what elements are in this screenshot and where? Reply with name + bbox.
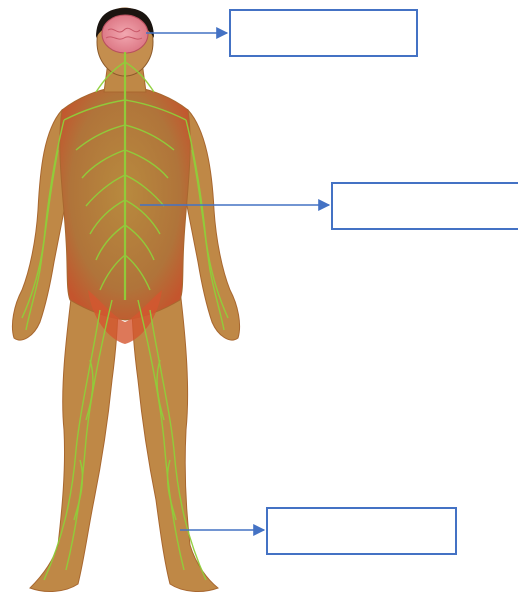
left-leg [30, 290, 118, 591]
brain [102, 15, 148, 53]
label-box-spinal-cord[interactable] [331, 182, 518, 230]
label-box-brain[interactable] [229, 9, 418, 57]
label-box-peripheral-nerve[interactable] [266, 507, 457, 555]
right-leg [132, 290, 218, 591]
